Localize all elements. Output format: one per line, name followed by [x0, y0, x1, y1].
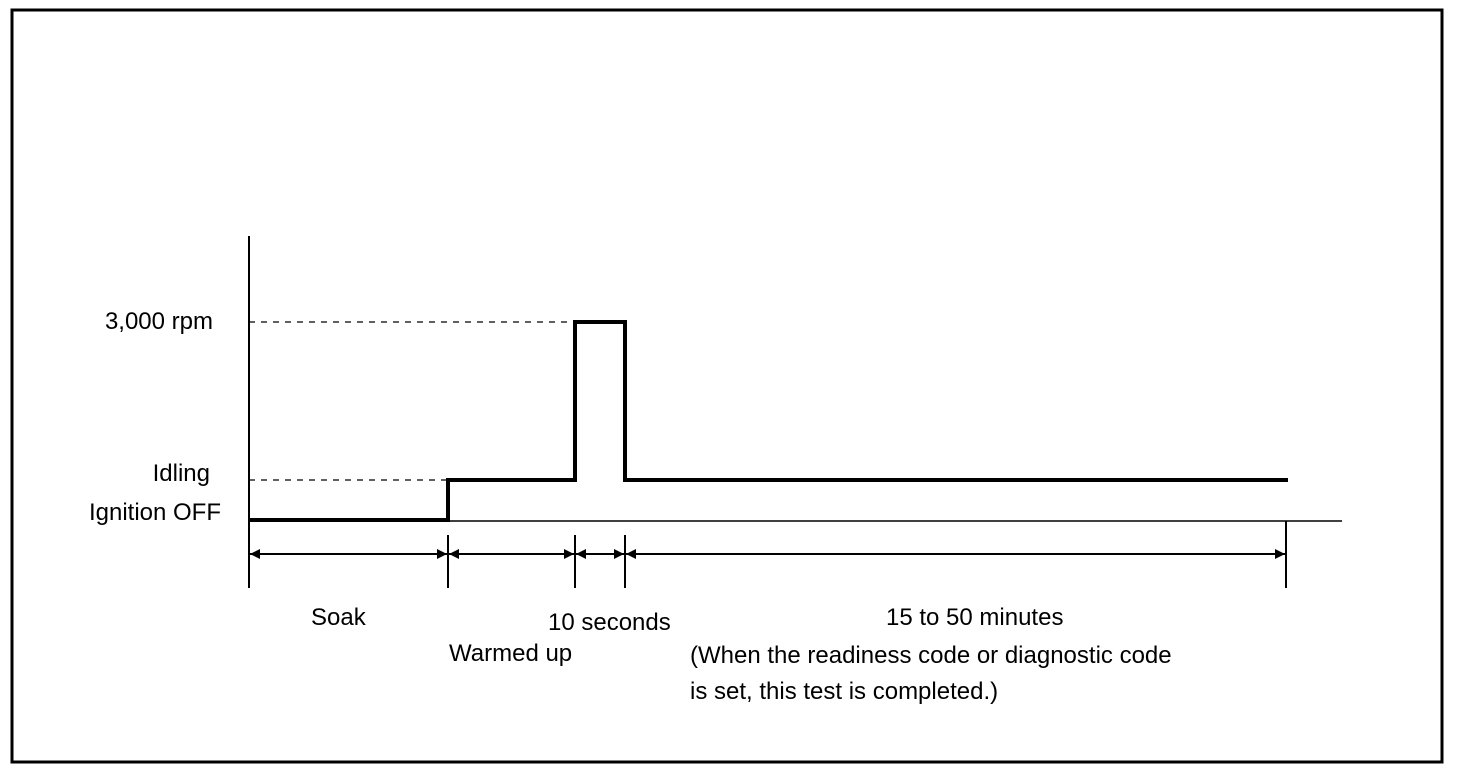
level-label-3000rpm: 3,000 rpm — [105, 308, 213, 335]
phase-label-10-seconds: 10 seconds — [548, 609, 671, 636]
completion-note-line2: is set, this test is completed.) — [690, 678, 998, 705]
phase-label-soak: Soak — [311, 604, 367, 631]
level-label-ignition-off: Ignition OFF — [89, 499, 221, 526]
engine-speed-trace — [249, 320, 1288, 522]
diagram-frame — [10, 8, 1444, 764]
level-label-idling: Idling — [153, 460, 210, 487]
phase-label-warmed-up: Warmed up — [449, 640, 572, 667]
phase-label-15-to-50-minutes: 15 to 50 minutes — [886, 604, 1063, 631]
completion-note-line1: (When the readiness code or diagnostic c… — [690, 642, 1172, 669]
